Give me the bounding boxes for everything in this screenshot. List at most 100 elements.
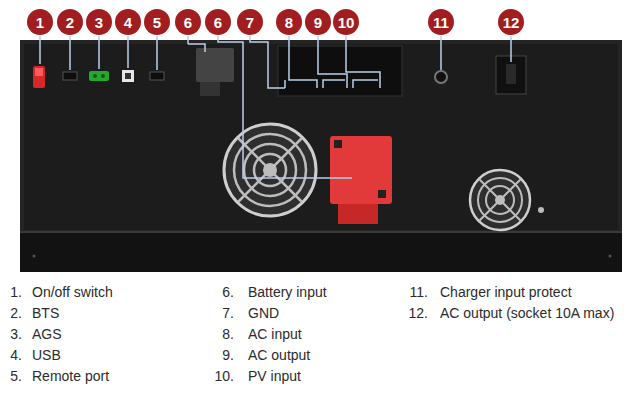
callout-number: 3 (86, 9, 112, 35)
leader-line (98, 36, 100, 69)
callout-number: 6 (175, 9, 201, 35)
leader-line (218, 36, 352, 178)
breaker-button (435, 71, 447, 83)
list-number: 7. (222, 305, 234, 321)
socket-face (506, 64, 516, 84)
callout-number: 9 (305, 9, 331, 35)
screw (33, 255, 36, 258)
callout-number: 2 (57, 9, 83, 35)
fan-ring (224, 124, 316, 216)
leader-line (188, 44, 205, 52)
part-name: AC output (248, 347, 310, 363)
leader-line (39, 36, 41, 64)
list-number: 8. (222, 326, 234, 342)
list-number: 2. (10, 305, 22, 321)
list-number: 3. (10, 326, 22, 342)
list-number: 5. (10, 368, 22, 384)
list-number: 9. (222, 347, 234, 363)
callout-text: 10 (338, 15, 355, 30)
list-number: 12. (409, 305, 428, 321)
part-name: AC input (248, 326, 302, 342)
remote-port (150, 72, 164, 80)
callout-text: 9 (314, 15, 322, 30)
fan-grill (238, 138, 302, 202)
callout-number: 7 (237, 9, 263, 35)
cooling-fan (470, 170, 530, 230)
leader-line (346, 36, 380, 88)
callout-text: 7 (246, 15, 254, 30)
part-name: USB (32, 347, 61, 363)
battery-terminal (196, 48, 234, 82)
list-number: 6. (222, 284, 234, 300)
fan-ring (470, 170, 530, 230)
callout-text: 12 (503, 15, 520, 30)
fan-grill (238, 138, 302, 202)
callout-text: 6 (214, 15, 222, 30)
callout-text: 8 (285, 15, 293, 30)
panel-body (20, 40, 622, 272)
callout-text: 5 (153, 15, 161, 30)
positive-connector (338, 204, 378, 224)
part-name: BTS (32, 305, 59, 321)
switch-rocker (35, 68, 43, 76)
fan-grill (479, 179, 521, 221)
part-name: Battery input (248, 284, 327, 300)
list-number: 4. (10, 347, 22, 363)
leader-line (156, 36, 158, 70)
callout-number: 5 (144, 9, 170, 35)
part-name: AC output (socket 10A max) (440, 305, 614, 321)
screw (609, 255, 612, 258)
fan-grill (479, 179, 521, 221)
usb-port (122, 70, 134, 82)
list-number: 10. (215, 368, 234, 384)
terminal-screw (101, 74, 105, 78)
cover-screw (378, 190, 386, 198)
terminal-screw (93, 74, 97, 78)
leader-line (440, 36, 442, 70)
leader-line (250, 36, 285, 88)
leader-line (510, 36, 512, 62)
callout-text: 1 (36, 15, 44, 30)
part-name: On/off switch (32, 284, 113, 300)
bracket (284, 80, 286, 88)
fan-ring (478, 178, 522, 222)
callout-text: 6 (184, 15, 192, 30)
callout-number: 4 (115, 9, 141, 35)
callout-text: 11 (433, 15, 449, 30)
callout-number: 11 (428, 9, 454, 35)
part-name: Remote port (32, 368, 109, 384)
leader-line (318, 36, 347, 88)
base-plate (20, 232, 622, 272)
callout-number: 1 (27, 9, 53, 35)
power-switch (33, 66, 45, 88)
callout-text: 2 (66, 15, 74, 30)
leader-line (69, 36, 71, 70)
positive-terminal-cover (330, 136, 392, 204)
callout-number: 8 (276, 9, 302, 35)
callout-number: 6 (205, 9, 231, 35)
leader-line (187, 36, 189, 44)
callout-text: 4 (124, 15, 132, 30)
battery-lug (200, 82, 220, 96)
leader-line (289, 36, 317, 88)
panel-face (24, 44, 618, 230)
ags-terminal (89, 71, 109, 81)
bracket (323, 80, 345, 88)
callout-number: 10 (333, 9, 359, 35)
bts-port (63, 72, 77, 80)
part-name: PV input (248, 368, 301, 384)
bracket (353, 80, 378, 88)
cooling-fan (224, 124, 316, 216)
list-number: 11. (410, 284, 428, 300)
leader-line (127, 36, 129, 68)
usb-socket (125, 73, 131, 79)
callout-number: 12 (498, 9, 524, 35)
terminal-cover (278, 46, 402, 96)
part-name: GND (248, 305, 279, 321)
list-number: 1. (10, 284, 22, 300)
part-name: Charger input protect (440, 284, 572, 300)
screw (538, 207, 544, 213)
cover-screw (334, 140, 342, 148)
plate-edge (20, 231, 622, 233)
